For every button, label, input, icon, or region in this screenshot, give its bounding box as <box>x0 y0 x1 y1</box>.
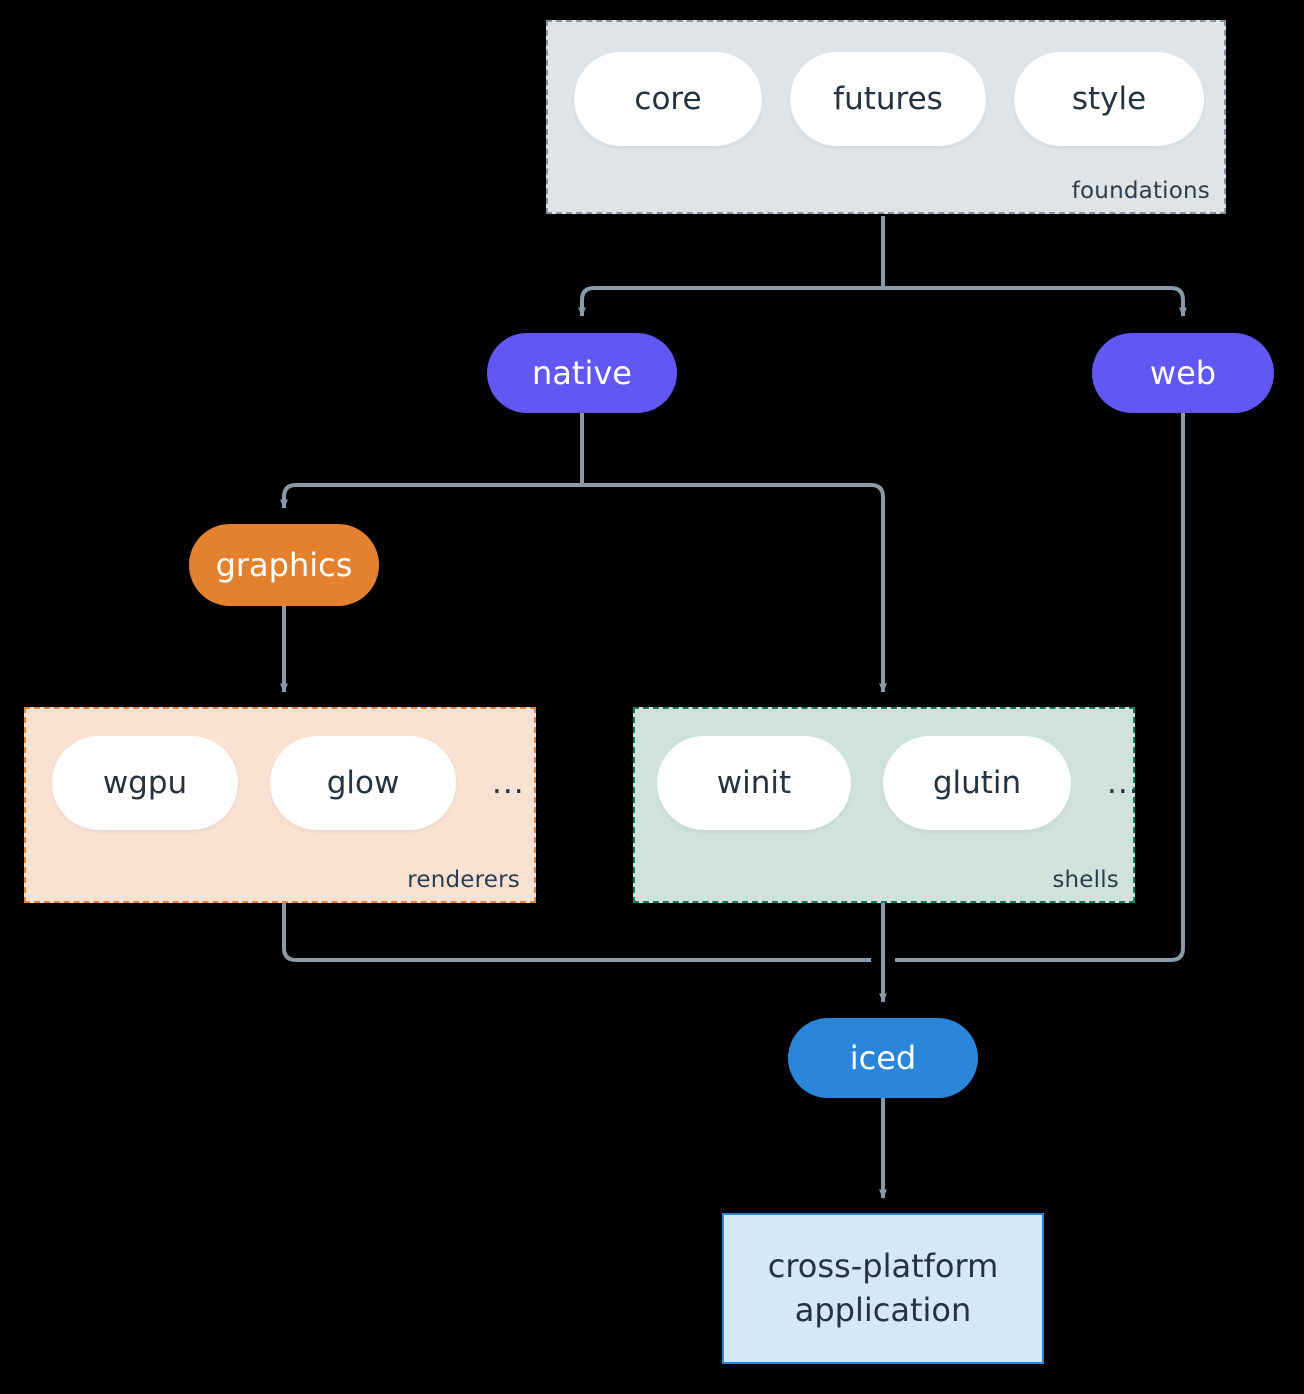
renderers-items: wgpu glow ... <box>52 736 525 830</box>
renderers-more-ellipsis: ... <box>492 765 525 801</box>
node-graphics[interactable]: graphics <box>189 524 379 606</box>
pill-wgpu[interactable]: wgpu <box>52 736 238 830</box>
group-label-renderers: renderers <box>407 867 520 893</box>
pill-style[interactable]: style <box>1014 52 1204 146</box>
app-label-line1: cross-platform <box>767 1247 999 1286</box>
pill-futures[interactable]: futures <box>790 52 986 146</box>
group-label-foundations: foundations <box>1071 178 1210 204</box>
node-iced[interactable]: iced <box>788 1018 978 1098</box>
shells-items: winit glutin ... <box>657 736 1140 830</box>
edge-renderers-to-iced <box>282 903 871 962</box>
node-web[interactable]: web <box>1092 333 1274 413</box>
node-cross-platform-application[interactable]: cross-platform application <box>722 1213 1044 1364</box>
edge-foundations-to-web <box>883 286 1187 317</box>
edge-native-to-shells <box>582 483 887 693</box>
pill-core[interactable]: core <box>574 52 762 146</box>
pill-glow[interactable]: glow <box>270 736 456 830</box>
group-label-shells: shells <box>1052 867 1119 893</box>
group-foundations: core futures style foundations <box>546 20 1226 214</box>
pill-glutin[interactable]: glutin <box>883 736 1071 830</box>
app-label-line2: application <box>794 1290 972 1329</box>
edge-foundations-to-native <box>578 286 883 317</box>
group-shells: winit glutin ... shells <box>633 707 1139 903</box>
edge-native-to-graphics <box>280 483 582 509</box>
group-renderers: wgpu glow ... renderers <box>24 707 536 903</box>
pill-winit[interactable]: winit <box>657 736 851 830</box>
shells-more-ellipsis: ... <box>1107 765 1140 801</box>
foundations-items: core futures style <box>574 52 1204 146</box>
node-native[interactable]: native <box>487 333 677 413</box>
